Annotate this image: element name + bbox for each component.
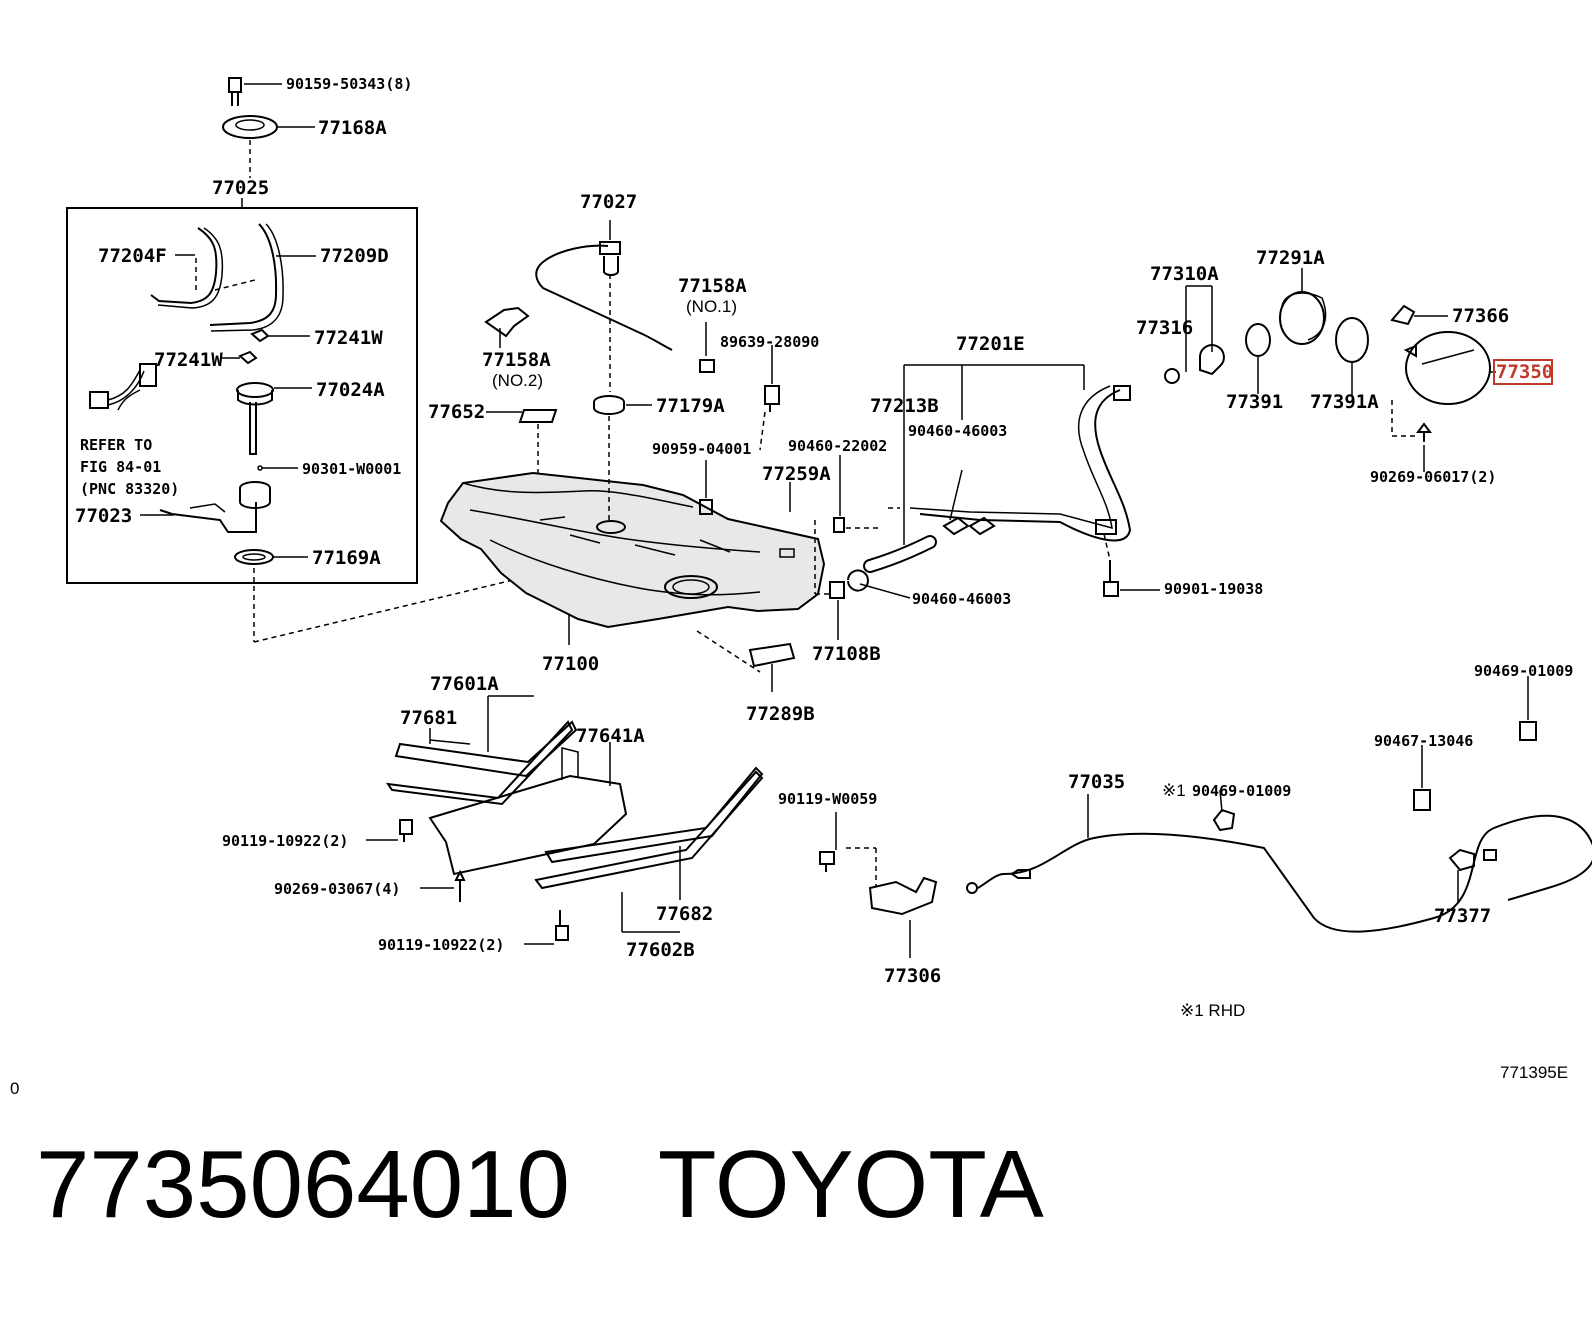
part-label: 77025 [212, 177, 269, 199]
part-label: 77158A [482, 349, 551, 371]
part-label: 90959-04001 [652, 440, 751, 458]
part-label: 77100 [542, 653, 599, 675]
part-label: 77391 [1226, 391, 1283, 413]
brand-name: TOYOTA [657, 1131, 1044, 1238]
part-label: 89639-28090 [720, 333, 819, 351]
part-label: 90159-50343(8) [286, 75, 412, 93]
part-label: 77213B [870, 395, 939, 417]
part-label: 90119-W0059 [778, 790, 877, 808]
part-label: 77306 [884, 965, 941, 987]
fuel-tank-77100 [439, 471, 826, 673]
part-labels: 90159-50343(8) 77168A 77025 77204F 77209… [10, 75, 1573, 1098]
part-label: 77652 [428, 401, 485, 423]
fuel-opener-cable [819, 676, 1592, 958]
rhd-marker: ※1 [1162, 781, 1186, 800]
part-label: 90301-W0001 [302, 460, 401, 478]
center-small-parts [484, 220, 911, 692]
part-label: 90269-03067(4) [274, 880, 400, 898]
figure-code: 771395E [1500, 1063, 1568, 1082]
sender-gauge-assembly [66, 77, 673, 643]
part-label: 90119-10922(2) [222, 832, 348, 850]
part-label: 77204F [98, 245, 167, 267]
part-label: 77601A [430, 673, 499, 695]
part-label: 90901-19038 [1164, 580, 1263, 598]
part-label: 77310A [1150, 263, 1219, 285]
note-text: (PNC 83320) [80, 480, 179, 498]
part-label: 77158A [678, 275, 747, 297]
part-label: (NO.2) [492, 371, 543, 390]
part-label: 77681 [400, 707, 457, 729]
highlighted-part-label[interactable]: 77350 [1496, 361, 1553, 383]
part-label: 90467-13046 [1374, 732, 1473, 750]
part-label: 77201E [956, 333, 1025, 355]
tank-bands [366, 695, 764, 945]
part-label: 77035 [1068, 771, 1125, 793]
part-label: 77027 [580, 191, 637, 213]
part-label: 90469-01009 [1192, 782, 1291, 800]
part-label: 90460-22002 [788, 437, 887, 455]
part-label: (NO.1) [686, 297, 737, 316]
part-label: 77209D [320, 245, 389, 267]
part-label: 90460-46003 [912, 590, 1011, 608]
part-label: 77682 [656, 903, 713, 925]
part-label: 77241W [314, 327, 383, 349]
part-label: 77024A [316, 379, 385, 401]
note-text: REFER TO [80, 436, 152, 454]
part-label: 77023 [75, 505, 132, 527]
part-label: 77316 [1136, 317, 1193, 339]
part-label: 90460-46003 [908, 422, 1007, 440]
filler-pipe-assembly [863, 364, 1160, 597]
page-index: 0 [10, 1079, 19, 1098]
part-label: 77259A [762, 463, 831, 485]
part-label: 77108B [812, 643, 881, 665]
rhd-note: ※1 RHD [1180, 1001, 1245, 1020]
part-label: 77366 [1452, 305, 1509, 327]
part-label: 90119-10922(2) [378, 936, 504, 954]
part-label: 77241W [154, 349, 223, 371]
part-label: 77602B [626, 939, 695, 961]
part-label: 77391A [1310, 391, 1379, 413]
part-label: 77291A [1256, 247, 1325, 269]
part-label: 77179A [656, 395, 725, 417]
part-label: 77289B [746, 703, 815, 725]
footer-caption: 7735064010 TOYOTA [36, 1130, 1132, 1240]
part-label: 90269-06017(2) [1370, 468, 1496, 486]
part-label: 90469-01009 [1474, 662, 1573, 680]
part-label: 77168A [318, 117, 387, 139]
part-label: 77377 [1434, 905, 1491, 927]
part-label: 77641A [576, 725, 645, 747]
part-label: 77169A [312, 547, 381, 569]
fuel-door-parts [1164, 268, 1553, 472]
note-text: FIG 84-01 [80, 458, 161, 476]
part-number: 7735064010 [36, 1131, 570, 1238]
